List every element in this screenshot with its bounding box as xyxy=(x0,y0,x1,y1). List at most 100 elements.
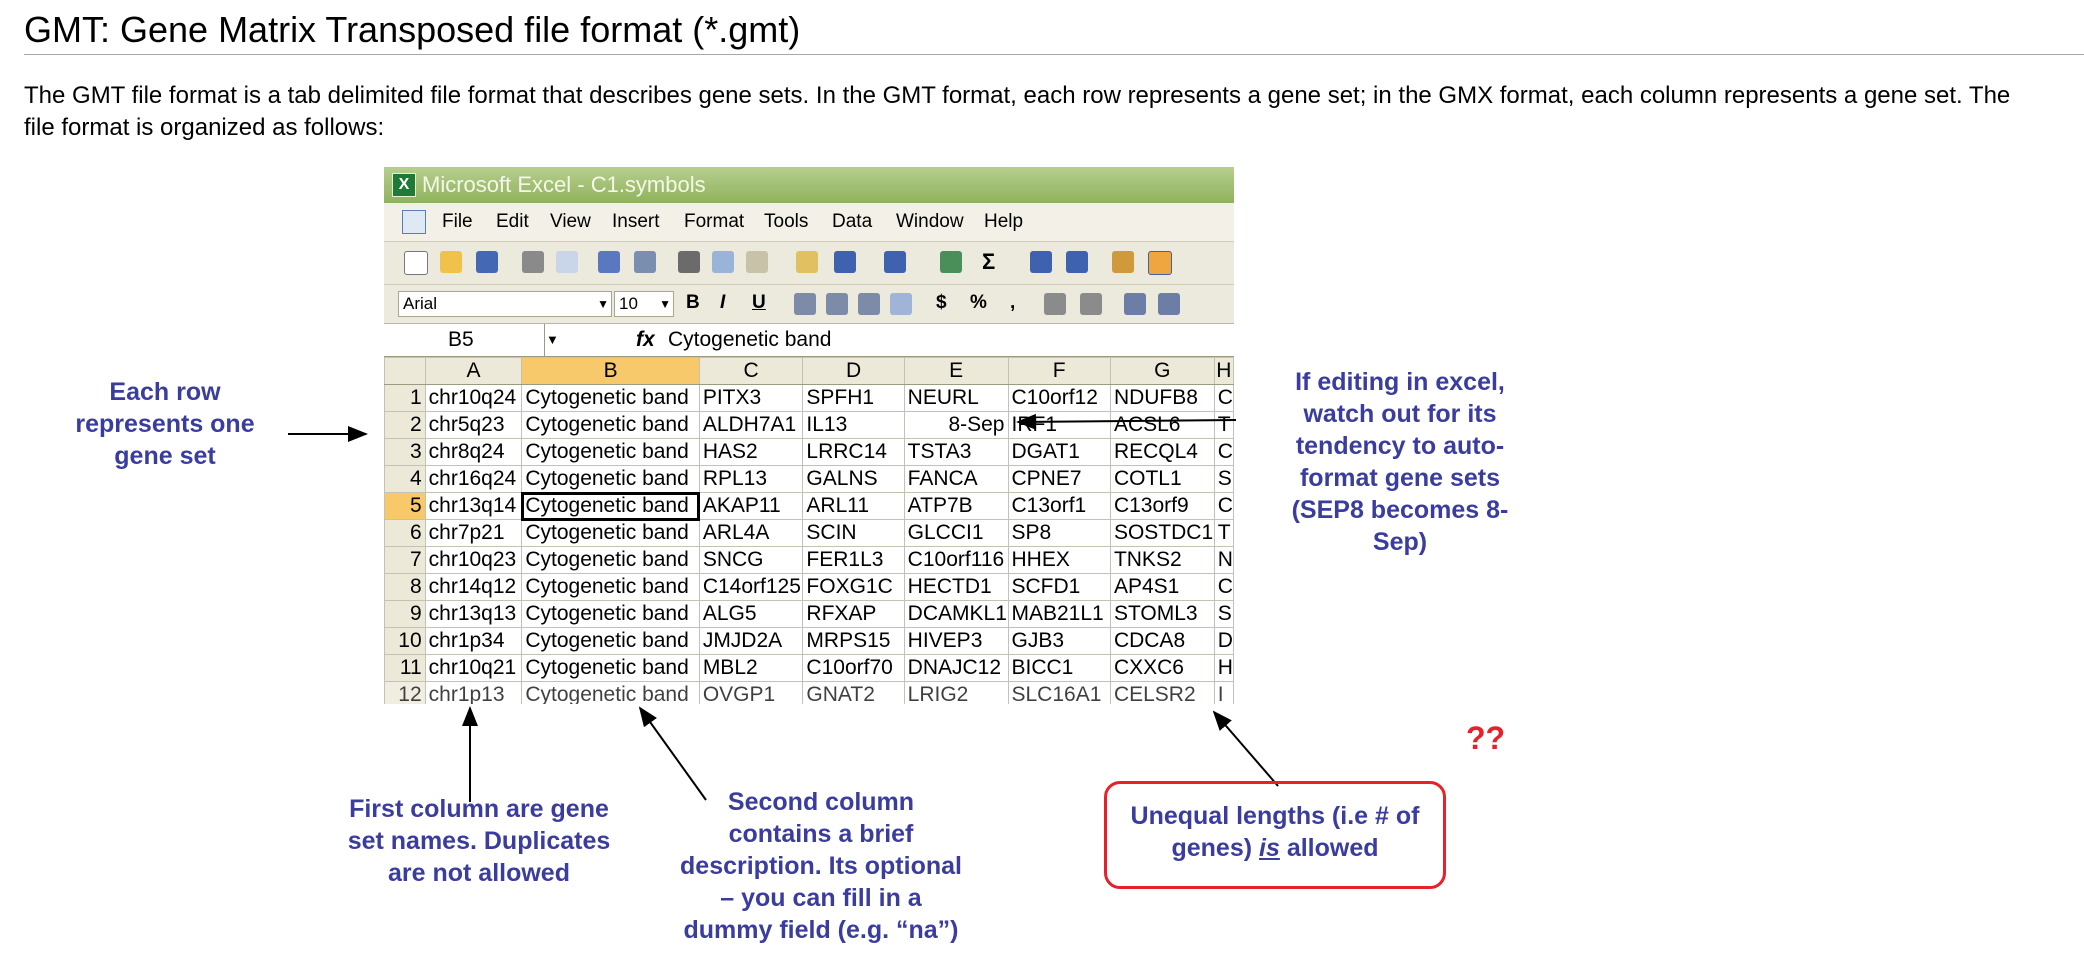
column-header: F xyxy=(1007,357,1111,385)
gene-cell: MAB21L1 xyxy=(1007,600,1111,628)
page-title: GMT: Gene Matrix Transposed file format … xyxy=(24,9,801,50)
gene-cell: FANCA xyxy=(903,465,1009,493)
redo-icon xyxy=(884,251,906,273)
undo-icon xyxy=(834,251,856,273)
gene-set-name-cell: chr7p21 xyxy=(424,519,523,547)
row-header: 2 xyxy=(384,411,426,439)
note-line: contains a brief xyxy=(728,820,914,848)
gene-cell: SP8 xyxy=(1007,519,1111,547)
gene-cell: RFXAP xyxy=(802,600,905,628)
excel-window-title: Microsoft Excel - C1.symbols xyxy=(422,172,706,197)
gene-cell: COTL1 xyxy=(1109,465,1215,493)
excel-menu-bar: File Edit View Insert Format Tools Data … xyxy=(384,203,1234,242)
gene-cell: LRRC14 xyxy=(802,438,905,466)
percent-button: % xyxy=(970,292,987,313)
font-name-value: Arial xyxy=(403,294,438,313)
gene-cell: AKAP11 xyxy=(698,492,804,520)
select-all-corner xyxy=(384,357,426,385)
gene-cell: ATP7B xyxy=(903,492,1009,520)
gene-cell: MBL2 xyxy=(698,654,804,682)
gene-cell: C10orf70 xyxy=(802,654,905,682)
note-fragment: genes) xyxy=(1171,834,1260,862)
gene-set-name-cell: chr13q13 xyxy=(424,600,523,628)
gene-cell: SPFH1 xyxy=(802,384,905,412)
gene-cell: IL13 xyxy=(802,411,905,439)
gene-cell: GLCCI1 xyxy=(903,519,1009,547)
increase-decimal-icon xyxy=(1044,293,1066,315)
gene-set-name-cell: chr10q24 xyxy=(424,384,523,412)
first-column-note: First column are gene set names. Duplica… xyxy=(334,793,624,889)
gene-cell: PITX3 xyxy=(698,384,804,412)
gene-cell: C13orf1 xyxy=(1007,492,1111,520)
note-line: are not allowed xyxy=(388,859,570,887)
column-header-row: A B C D E F G H xyxy=(384,357,1234,385)
gene-cell: JMJD2A xyxy=(698,627,804,655)
gene-cell: S xyxy=(1213,600,1234,628)
gene-cell: D xyxy=(1213,627,1234,655)
note-line: represents one xyxy=(75,410,255,438)
description-cell: Cytogenetic band xyxy=(520,491,701,521)
row-header: 7 xyxy=(384,546,426,574)
gene-cell: HIVEP3 xyxy=(903,627,1009,655)
note-line: genes) is allowed xyxy=(1107,832,1443,864)
column-header-selected: B xyxy=(521,357,700,385)
row-header: 9 xyxy=(384,600,426,628)
gene-cell: C14orf125 xyxy=(698,573,804,601)
menu-edit: Edit xyxy=(496,211,529,232)
unequal-lengths-arrow xyxy=(1212,710,1279,787)
gene-set-name-cell: chr10q21 xyxy=(424,654,523,682)
note-line: Each row xyxy=(109,378,221,406)
row-header: 1 xyxy=(384,384,426,412)
gene-cell: SCFD1 xyxy=(1007,573,1111,601)
excel-title-bar: X Microsoft Excel - C1.symbols xyxy=(384,167,1234,203)
copy-icon xyxy=(712,251,734,273)
row-header: 10 xyxy=(384,627,426,655)
font-name-select: Arial ▼ xyxy=(398,291,612,317)
column-header: G xyxy=(1109,357,1215,385)
gene-cell: I xyxy=(1213,681,1234,704)
intro-paragraph: The GMT file format is a tab delimited f… xyxy=(24,80,2084,144)
description-cell: Cytogenetic band xyxy=(521,600,700,628)
save-icon xyxy=(476,251,498,273)
description-cell: Cytogenetic band xyxy=(521,654,700,682)
chevron-down-icon: ▼ xyxy=(597,297,609,311)
gene-cell: AP4S1 xyxy=(1109,573,1215,601)
intro-line-2: file format is organized as follows: xyxy=(24,114,385,141)
gene-cell: C xyxy=(1213,384,1234,412)
gene-cell: C xyxy=(1213,492,1234,520)
row-header-selected: 5 xyxy=(384,492,426,520)
gene-set-name-cell: chr1p13 xyxy=(424,681,523,704)
description-cell: Cytogenetic band xyxy=(521,573,700,601)
gene-cell: S xyxy=(1213,465,1234,493)
row-header: 3 xyxy=(384,438,426,466)
gene-cell: NDUFB8 xyxy=(1109,384,1215,412)
menu-format: Format xyxy=(684,211,745,232)
open-icon xyxy=(440,251,462,273)
gene-cell: GJB3 xyxy=(1007,627,1111,655)
comma-button: , xyxy=(1010,292,1016,313)
gene-cell: C xyxy=(1213,438,1234,466)
workbook-icon xyxy=(402,210,426,234)
menu-insert: Insert xyxy=(612,211,660,232)
gene-cell: HECTD1 xyxy=(903,573,1009,601)
gene-cell: SLC16A1 xyxy=(1007,681,1111,704)
drawing-icon xyxy=(1148,251,1172,275)
gene-cell: ARL4A xyxy=(698,519,804,547)
gene-cell: IRF1 xyxy=(1007,411,1111,439)
row-header: 6 xyxy=(384,519,426,547)
gene-cell: C13orf9 xyxy=(1109,492,1215,520)
gene-set-name-cell: chr14q12 xyxy=(424,573,523,601)
note-line: dummy field (e.g. “na”) xyxy=(683,916,959,944)
chevron-down-icon: ▼ xyxy=(546,332,559,347)
gene-set-name-cell: chr5q23 xyxy=(424,411,523,439)
format-painter-icon xyxy=(796,251,818,273)
gene-cell: LRIG2 xyxy=(903,681,1009,704)
sort-ascending-icon xyxy=(1030,251,1052,273)
